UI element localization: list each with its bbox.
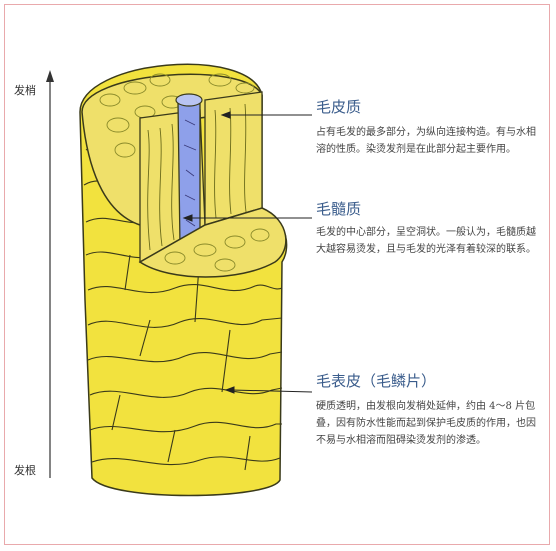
medulla-description: 毛发的中心部分，呈空洞状。一般认为，毛髓质越大越容易烫发，且与毛发的光泽有着较深… — [316, 227, 536, 255]
cortex-title: 毛皮质 — [316, 98, 362, 116]
lower-cross-section — [138, 207, 287, 278]
cortex-description: 占有毛发的最多部分，为纵向连接构造。有与水相溶的性质。染烫发剂是在此部分起主要作… — [316, 127, 536, 155]
cuticle-title: 毛表皮（毛鳞片） — [316, 372, 437, 390]
axis-top-label: 发梢 — [14, 84, 36, 97]
growth-axis-arrow — [46, 70, 54, 478]
image-frame — [4, 4, 550, 545]
cuticle-description: 硬质透明，由发根向发梢处延伸，约由 4～8 片包叠，因有防水性能而起到保护毛皮质… — [316, 401, 536, 446]
medulla-core — [175, 93, 203, 247]
pointer-lines — [182, 111, 313, 394]
medulla-title: 毛髓质 — [316, 200, 362, 218]
axis-bottom-label: 发根 — [14, 464, 36, 477]
